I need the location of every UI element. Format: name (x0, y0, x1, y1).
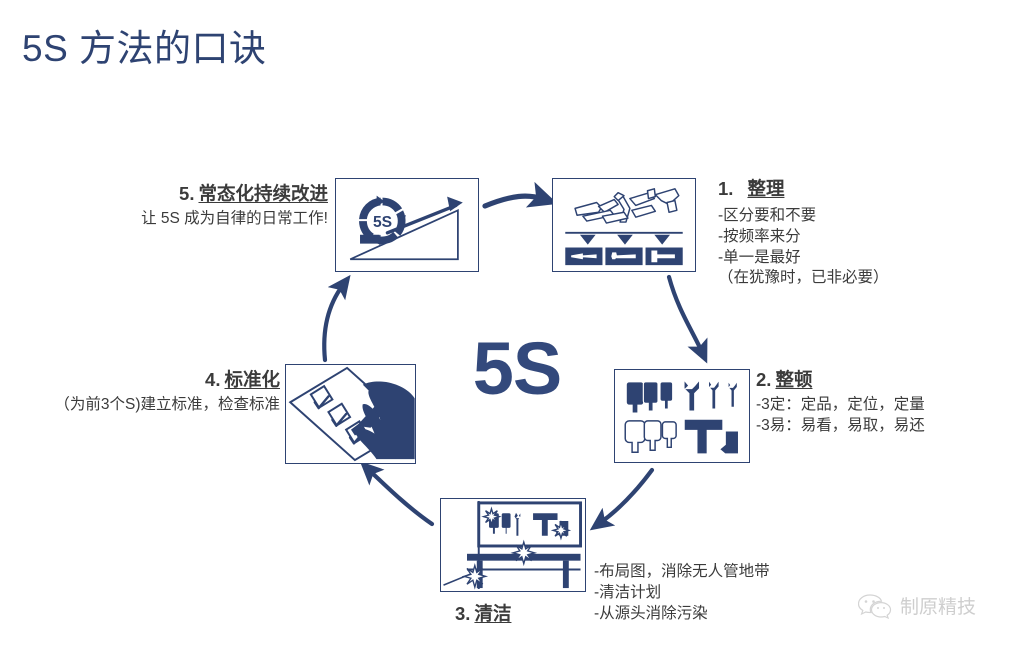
section-term-sustain: 常态化持续改进 (198, 183, 328, 204)
arrow-3-to-4 (359, 461, 435, 527)
section-term-shine: 清洁 (474, 603, 512, 624)
tool-shadow-board-icon (624, 377, 740, 455)
arrow-2-to-3 (589, 467, 655, 531)
section-line: （在犹豫时，已非必要） (718, 269, 889, 287)
section-text-standardize: 4.标准化 （为前3个S)建立标准，检查标准 (18, 366, 280, 416)
watermark: 制原精技 (858, 592, 976, 619)
section-line: -区分要和不要 (718, 207, 817, 224)
hand-checklist-pen-icon (288, 366, 415, 462)
section-text-set-in-order: 2.整顿 -3定：定品，定位，定量 -3易：易看，易取，易还 (756, 366, 925, 437)
arrow-4-to-5 (322, 274, 351, 363)
section-line: -清洁计划 (594, 583, 662, 601)
center-5s-label: 5S (472, 327, 563, 410)
section-line: -单一是最好 (718, 248, 801, 266)
section-number-standardize: 4. (205, 369, 221, 390)
section-heading-set-in-order: 2.整顿 (756, 366, 925, 392)
section-term-sort: 整理 (747, 178, 785, 199)
icon-box-set-in-order[interactable] (614, 369, 750, 463)
section-line: -3易：易看，易取，易还 (756, 416, 925, 434)
watermark-text: 制原精技 (900, 597, 977, 618)
section-line: -布局图，消除无人管地带 (594, 563, 770, 580)
arrow-1-to-2 (666, 274, 708, 364)
icon-box-sort[interactable] (552, 178, 696, 272)
section-text-sustain: 5.常态化持续改进 让 5S 成为自律的日常工作! (62, 180, 328, 230)
svg-text:5S: 5S (373, 214, 392, 231)
section-line: -3定：定品，定位，定量 (756, 396, 925, 413)
section-heading-sort: 1. 整理 (718, 175, 889, 201)
icon-box-shine[interactable] (440, 498, 586, 592)
section-line: 让 5S 成为自律的日常工作! (141, 210, 328, 227)
section-heading-sustain: 5.常态化持续改进 (62, 180, 328, 206)
section-text-shine: -布局图，消除无人管地带 -清洁计划 -从源头消除污染 (594, 562, 770, 624)
section-text-sort: 1. 整理 -区分要和不要 -按频率来分 -单一是最好 （在犹豫时，已非必要） (718, 175, 889, 289)
section-number-sort: 1. (718, 178, 734, 199)
section-number-set-in-order: 2. (756, 369, 772, 390)
section-term-standardize: 标准化 (224, 369, 280, 390)
clean-workbench-sparkle-icon (443, 500, 582, 590)
wechat-icon (858, 593, 892, 619)
section-term-set-in-order: 整顿 (775, 369, 813, 390)
scattered-tools-sorted-into-bins-icon (565, 188, 683, 266)
section-heading-shine: 3.清洁 (455, 600, 511, 626)
section-number-shine: 3. (455, 603, 471, 624)
icon-box-standardize[interactable] (285, 364, 416, 464)
page-title: 5S 方法的口诀 (22, 28, 267, 69)
5s-cycle-on-incline-icon: 5S (349, 195, 463, 261)
section-line: （为前3个S)建立标准，检查标准 (54, 396, 280, 413)
section-heading-standardize: 4.标准化 (18, 366, 280, 392)
arrow-5-to-1 (482, 181, 558, 209)
icon-box-sustain[interactable]: 5S (335, 178, 479, 272)
section-line: -按频率来分 (718, 227, 801, 245)
section-line: -从源头消除污染 (594, 604, 708, 622)
section-number-sustain: 5. (179, 183, 195, 204)
